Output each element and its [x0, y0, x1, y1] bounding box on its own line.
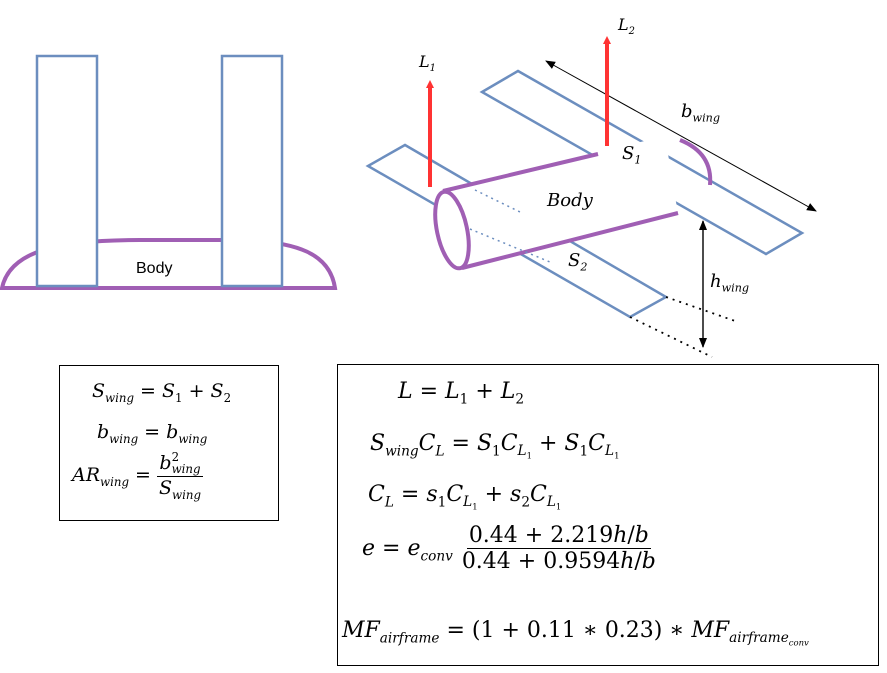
label-l1: L1 — [419, 52, 436, 75]
left-wing-2 — [220, 54, 284, 288]
label-b-wing: bwing — [681, 101, 720, 125]
left-body-label: Body — [136, 260, 173, 277]
left-wing-1 — [35, 54, 99, 288]
body-bottom-edge — [461, 211, 679, 270]
body-nose-ellipse — [433, 189, 471, 271]
equation-mass-fraction-airframe: MFairframe = (1 + 0.11 ∗ 0.23) ∗ MFairfr… — [342, 618, 809, 649]
equation-lift-sum: L = L1 + L2 — [398, 379, 525, 408]
hidden-line-2 — [474, 189, 521, 213]
label-l2: L2 — [618, 15, 635, 38]
label-s2: S2 — [568, 250, 588, 274]
hidden-line-1 — [469, 228, 551, 263]
equation-s-wing: Swing = S1 + S2 — [92, 380, 232, 405]
b-wing-dimension-arrow — [545, 60, 817, 212]
right-figure — [365, 36, 817, 358]
equation-b-wing: bwing = bwing — [97, 421, 208, 446]
equation-lift-coefficient-area: SwingCL = S1CL1 + S1CL1 — [370, 431, 620, 462]
label-s1: S1 — [622, 143, 642, 167]
equation-oswald-efficiency: e = econv 0.44 + 2.219h/b 0.44 + 0.9594h… — [362, 523, 656, 574]
extension-line-1 — [665, 296, 739, 323]
left-equation-box: Swing = S1 + S2 bwing = bwing ARwing = b… — [59, 365, 279, 521]
equation-lift-coefficient-fraction: CL = s1CL1 + s2CL1 — [368, 482, 562, 513]
extension-line-2 — [629, 316, 713, 358]
label-h-wing: hwing — [710, 271, 750, 295]
right-equation-box: L = L1 + L2 SwingCL = S1CL1 + S1CL1 CL =… — [337, 364, 879, 666]
right-body-label: Body — [547, 190, 593, 211]
left-figure — [0, 54, 338, 290]
